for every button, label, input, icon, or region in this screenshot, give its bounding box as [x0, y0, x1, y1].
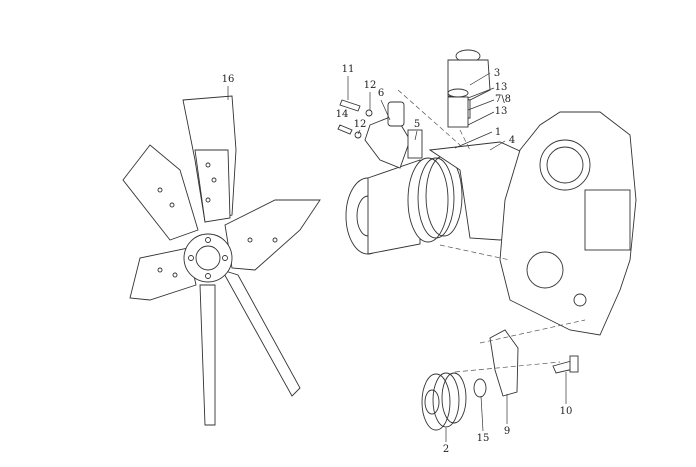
timing-cover	[499, 111, 637, 336]
callout-3: 3	[494, 68, 500, 79]
callout-4: 4	[509, 135, 515, 146]
callout-2: 2	[443, 444, 449, 455]
hose-parts	[447, 49, 491, 128]
callout-14: 14	[336, 109, 349, 120]
callout-12: 12	[364, 80, 377, 91]
callout-10: 10	[560, 406, 573, 417]
callout-5: 5	[414, 119, 420, 130]
leader-lines	[227, 72, 567, 442]
bolts-small	[337, 99, 373, 139]
callout-16: 16	[222, 74, 235, 85]
lower-parts	[421, 329, 579, 431]
callout-13b: 13	[495, 106, 508, 117]
callout-6: 6	[378, 88, 384, 99]
callout-15: 15	[477, 433, 490, 444]
alignment-lines	[397, 89, 586, 373]
callout-12b: 12	[354, 119, 367, 130]
fan-assembly	[122, 95, 321, 426]
callout-13: 13	[495, 82, 508, 93]
callout-11: 11	[342, 64, 355, 75]
callout-9: 9	[504, 426, 510, 437]
callout-1: 1	[495, 127, 501, 138]
callout-7-8: 7\8	[495, 94, 511, 105]
